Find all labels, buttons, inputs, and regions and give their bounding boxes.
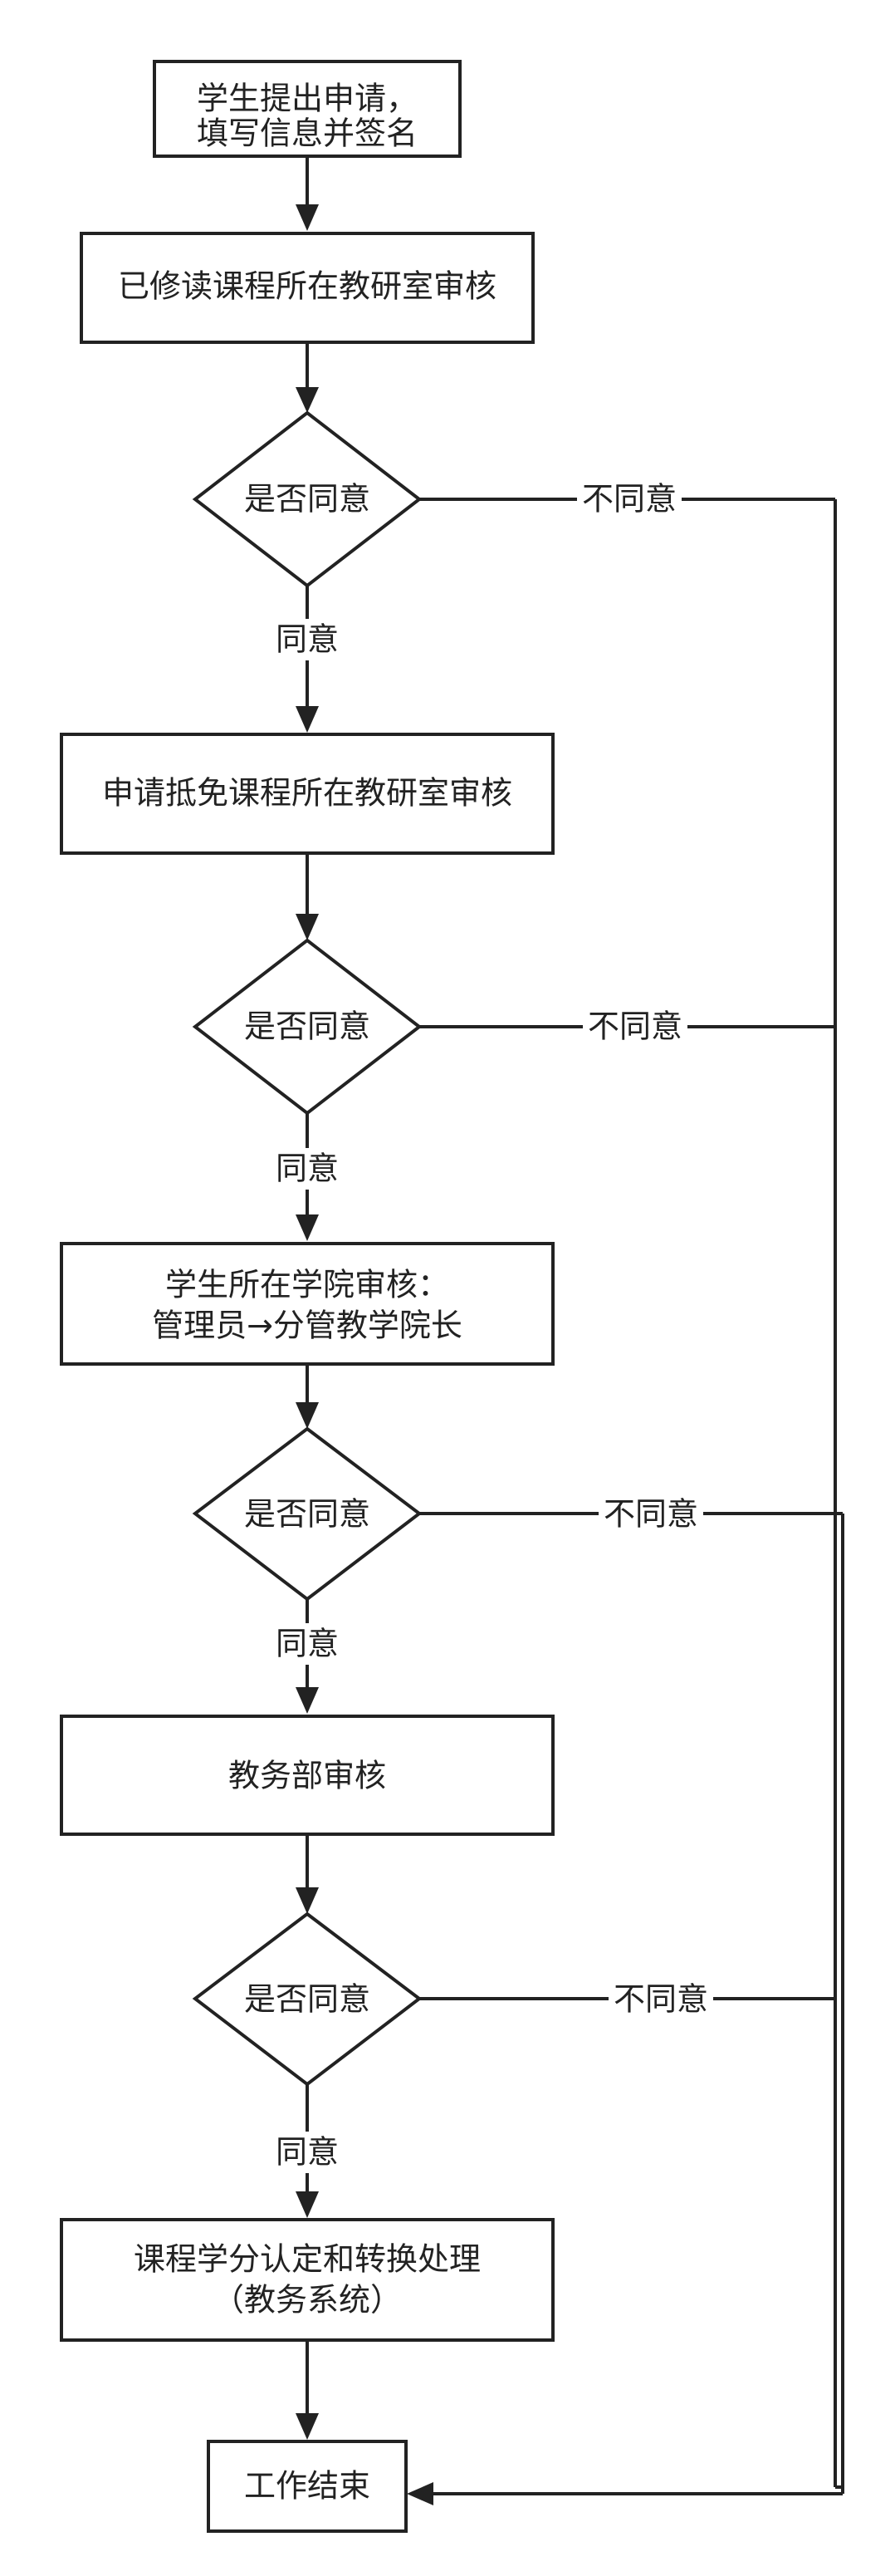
arrowhead [296, 387, 319, 413]
node-start: 学生提出申请， 填写信息并签名 [153, 60, 462, 158]
node-review3: 学生所在学院审核： 管理员→分管教学院长 [60, 1242, 555, 1366]
label-bg [266, 1148, 349, 1190]
reject-edges [407, 498, 844, 2505]
review2-label: 申请抵免课程所在教研室审核 [102, 775, 512, 812]
review3-line1: 学生所在学院审核： [165, 1267, 449, 1303]
review3-line2: 管理员→分管教学院长 [152, 1308, 462, 1344]
agree-label-2: 同意 [276, 1151, 339, 1187]
end-label: 工作结束 [244, 2468, 370, 2505]
arrowhead [296, 706, 319, 733]
review1-label: 已修读课程所在教研室审核 [118, 268, 496, 305]
decision4-diamond [192, 1911, 423, 2087]
arrowhead [296, 914, 319, 940]
agree-label-1: 同意 [276, 621, 339, 658]
label-bg [599, 1493, 703, 1534]
node-decision4: 是否同意 [192, 1911, 423, 2087]
arrowhead [296, 1402, 319, 1429]
arrowhead-end [407, 2482, 433, 2505]
arrowhead [296, 1214, 319, 1241]
node-decision2: 是否同意 [192, 938, 423, 1116]
decision2-label: 是否同意 [244, 1008, 370, 1045]
disagree-label-2: 不同意 [588, 1008, 682, 1045]
arrowhead [296, 204, 319, 231]
process-box [60, 2218, 555, 2342]
review4-label: 教务部审核 [228, 1758, 386, 1794]
node-review4: 教务部审核 [60, 1715, 555, 1836]
arrowhead [296, 1687, 319, 1714]
node-end: 工作结束 [207, 2440, 408, 2533]
arrowhead [296, 2413, 319, 2440]
decision1-label: 是否同意 [244, 481, 370, 518]
process-line1: 课程学分认定和转换处理 [134, 2241, 481, 2278]
disagree-label-1: 不同意 [582, 481, 677, 518]
process-line2: （教务系统） [213, 2282, 402, 2318]
node-decision1: 是否同意 [192, 410, 423, 588]
disagree-label-3: 不同意 [604, 1496, 698, 1533]
node-process: 课程学分认定和转换处理 （教务系统） [60, 2218, 555, 2342]
node-review1: 已修读课程所在教研室审核 [80, 232, 535, 344]
disagree-labels: 不同意 不同意 不同意 不同意 [577, 478, 713, 2019]
decision1-diamond [192, 410, 423, 588]
start-line2: 填写信息并签名 [197, 115, 418, 152]
arrowhead [296, 2191, 319, 2218]
agree-label-3: 同意 [276, 1626, 339, 1662]
label-bg [609, 1978, 713, 2019]
disagree-label-4: 不同意 [614, 1981, 708, 2018]
node-review2: 申请抵免课程所在教研室审核 [60, 733, 555, 855]
start-box [153, 60, 462, 158]
node-decision3: 是否同意 [192, 1426, 423, 1602]
start-line1: 学生提出申请， [197, 81, 418, 117]
decision2-diamond [192, 938, 423, 1116]
label-bg [266, 619, 349, 660]
arrowhead [296, 1887, 319, 1914]
label-bg [583, 1006, 687, 1048]
review1-box [80, 232, 535, 344]
review4-box [60, 1715, 555, 1836]
decision4-label: 是否同意 [244, 1981, 370, 2018]
end-box [207, 2440, 408, 2533]
review3-box [60, 1242, 555, 1366]
label-bg [577, 478, 682, 520]
decision3-diamond [192, 1426, 423, 1602]
review2-box [60, 733, 555, 855]
label-bg [266, 2132, 349, 2173]
decision3-label: 是否同意 [244, 1496, 370, 1533]
agree-label-4: 同意 [276, 2134, 339, 2171]
label-bg [266, 1623, 349, 1665]
agree-labels: 同意 同意 同意 同意 [266, 619, 349, 2173]
